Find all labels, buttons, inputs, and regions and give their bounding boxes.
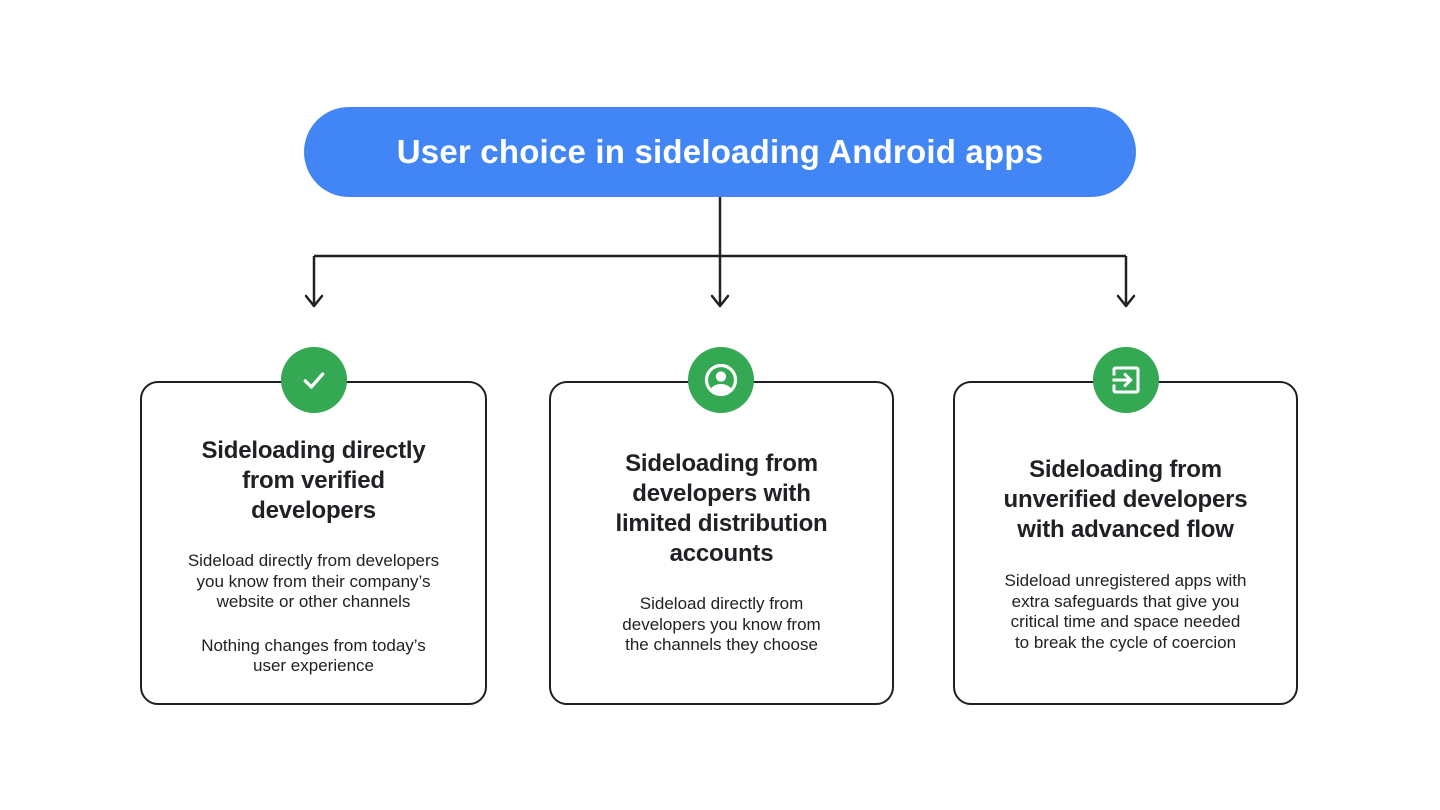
- body-line: Sideload directly from developers: [187, 551, 440, 570]
- card-body: Sideload directly from developers you kn…: [142, 551, 485, 677]
- body-line: extra safeguards that give you: [1011, 591, 1240, 611]
- check-icon: [281, 347, 347, 413]
- card-body: Sideload directly from developers you kn…: [551, 594, 892, 656]
- card-paragraph: Nothing changes from today’s user experi…: [142, 636, 485, 677]
- title-line: Sideloading directly: [201, 437, 426, 464]
- title-line: developers with: [632, 480, 811, 507]
- body-line: to break the cycle of coercion: [1014, 632, 1237, 652]
- card-verified-developers: Sideloading directly from verified devel…: [140, 381, 487, 705]
- body-line: critical time and space needed: [1010, 612, 1241, 631]
- card-unverified-advanced-flow: Sideloading from unverified developers w…: [953, 381, 1298, 705]
- body-line: developers you know from: [622, 614, 821, 634]
- title-line: Sideloading from: [1029, 456, 1222, 483]
- body-line: Sideload directly from: [639, 594, 804, 613]
- account-circle-icon: [688, 347, 754, 413]
- title-line: accounts: [669, 540, 774, 567]
- title-line: Sideloading from: [625, 450, 818, 477]
- header-pill: User choice in sideloading Android apps: [304, 107, 1136, 197]
- exit-to-app-icon: [1093, 347, 1159, 413]
- card-paragraph: Sideload directly from developers you kn…: [142, 551, 485, 613]
- body-line: Sideload unregistered apps with: [1004, 571, 1247, 590]
- body-line: user experience: [253, 656, 374, 675]
- header-title: User choice in sideloading Android apps: [396, 133, 1044, 170]
- title-line: unverified developers: [1003, 486, 1248, 513]
- body-line: the channels they choose: [625, 635, 818, 654]
- card-body: Sideload unregistered apps with extra sa…: [955, 571, 1296, 653]
- card-title: Sideloading directly from verified devel…: [142, 436, 485, 526]
- body-line: website or other channels: [216, 592, 411, 611]
- body-line: Nothing changes from today’s: [201, 635, 426, 655]
- card-paragraph: Sideload directly from developers you kn…: [551, 594, 892, 656]
- title-line: from verified: [242, 467, 385, 494]
- title-line: with advanced flow: [1017, 516, 1234, 543]
- title-line: limited distribution: [615, 510, 828, 537]
- card-limited-distribution: Sideloading from developers with limited…: [549, 381, 894, 705]
- card-title: Sideloading from developers with limited…: [551, 449, 892, 569]
- body-line: you know from their company’s: [196, 571, 431, 591]
- card-paragraph: Sideload unregistered apps with extra sa…: [955, 571, 1296, 653]
- card-title: Sideloading from unverified developers w…: [955, 455, 1296, 545]
- title-line: developers: [251, 497, 376, 524]
